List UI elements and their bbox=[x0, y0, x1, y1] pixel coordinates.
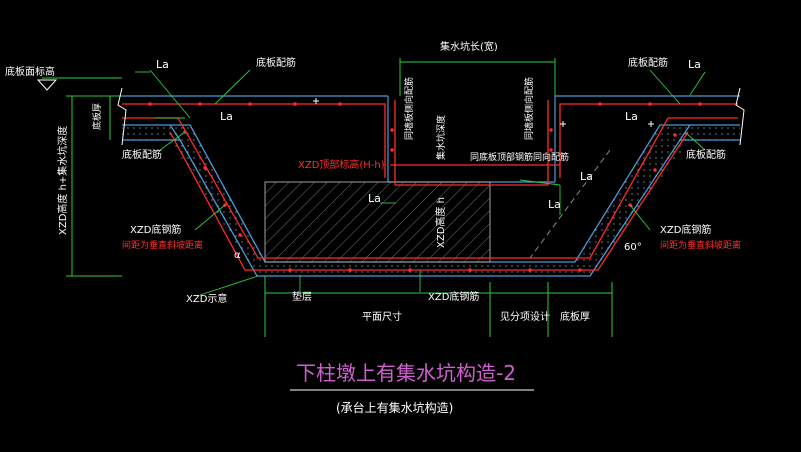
la-label-6: La bbox=[548, 198, 561, 211]
left-dim-label: XZD高度 h+集水坑深度 bbox=[56, 126, 69, 235]
angle-label: 60° bbox=[624, 242, 642, 253]
xzd-height-label: XZD高度 h bbox=[434, 197, 447, 248]
xzd-bottom-mid-label: XZD底钢筋 bbox=[428, 290, 479, 303]
drawing-title: 下柱墩上有集水坑构造-2 bbox=[296, 361, 516, 385]
same-wall-label-2: 同墙板侧向配筋 bbox=[523, 77, 535, 140]
alpha-label: α bbox=[234, 250, 241, 261]
pit-depth-label: 集水坑深度 bbox=[435, 115, 447, 160]
same-top-label: 同底板顶部钢筋同向配筋 bbox=[470, 151, 569, 163]
xzd-bottom-left-label: XZD底钢筋 bbox=[130, 223, 181, 236]
la-label-2: La bbox=[220, 110, 233, 123]
same-wall-label-1: 同墙板侧向配筋 bbox=[403, 77, 415, 140]
xzd-top-label: XZD顶部标高(H-h) bbox=[298, 158, 385, 171]
labels: 集水坑长(宽) 底板面标高 底板配筋 底板配筋 底板配筋 底板配筋 La La … bbox=[5, 40, 741, 415]
red-note-left: 间距为垂直斜坡距离 bbox=[122, 239, 203, 251]
elevation-marker bbox=[36, 79, 58, 91]
xzd-width-label: XZD示意 bbox=[186, 292, 227, 305]
xzd-bottom-right-label: XZD底钢筋 bbox=[660, 223, 711, 236]
left-thk-label: 底板厚 bbox=[91, 103, 103, 130]
drawing-subtitle: (承台上有集水坑构造) bbox=[336, 400, 453, 415]
cushion-label: 垫层 bbox=[292, 290, 312, 303]
la-label-5: La bbox=[368, 192, 381, 205]
slab-thk-label: 底板厚 bbox=[560, 310, 590, 323]
per-design-label: 见分项设计 bbox=[500, 310, 550, 323]
dimension-lines bbox=[42, 58, 613, 337]
la-label-3: La bbox=[688, 58, 701, 71]
la-label-4: La bbox=[625, 110, 638, 123]
bottom-bar-label-1: 底板配筋 bbox=[256, 56, 296, 69]
leader-lines bbox=[135, 69, 706, 296]
bottom-bar-label-4: 底板配筋 bbox=[686, 148, 726, 161]
la-label-7: La bbox=[580, 170, 593, 183]
la-label-1: La bbox=[156, 58, 169, 71]
bottom-bar-label-2: 底板配筋 bbox=[628, 56, 668, 69]
plan-size-label: 平面尺寸 bbox=[362, 310, 402, 323]
rebar-dots bbox=[148, 102, 702, 272]
left-elev-label: 底板面标高 bbox=[5, 65, 55, 78]
pit-length-label: 集水坑长(宽) bbox=[440, 40, 498, 53]
bottom-bar-label-3: 底板配筋 bbox=[122, 148, 162, 161]
dashed-slope bbox=[529, 149, 611, 259]
cushion-band bbox=[122, 125, 740, 276]
red-note-right: 间距为垂直斜坡距离 bbox=[660, 239, 741, 251]
anchor-marks bbox=[313, 98, 654, 127]
break-marks bbox=[117, 87, 745, 146]
xzd-block bbox=[264, 181, 491, 263]
